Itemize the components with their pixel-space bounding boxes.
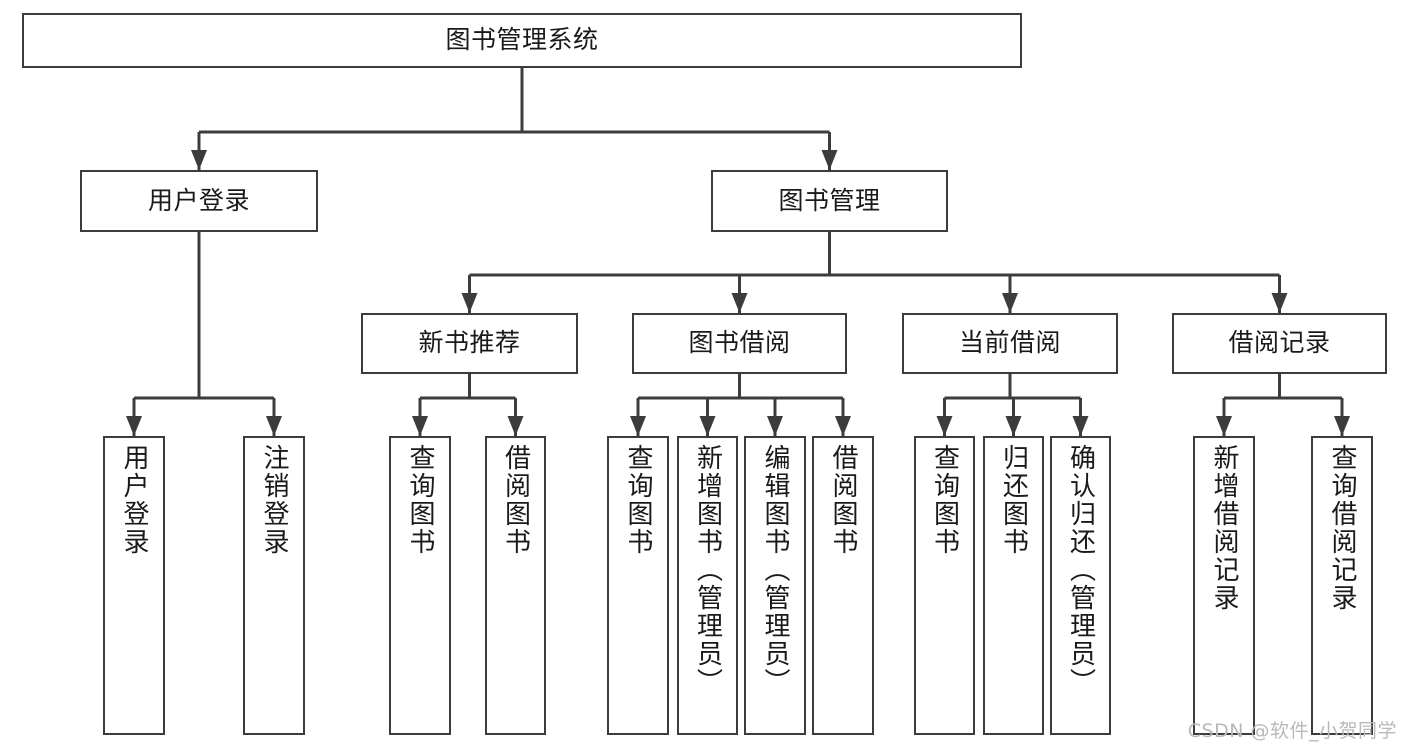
node-label: 编辑图书（管理员） [760, 444, 790, 696]
node-leaf-borrow-book-2[interactable]: 借阅图书 [812, 436, 874, 735]
node-label: 新增借阅记录 [1209, 444, 1239, 612]
node-label: 图书管理系统 [445, 25, 599, 55]
node-label: 用户登录 [147, 185, 250, 215]
node-user-login[interactable]: 用户登录 [80, 170, 318, 232]
node-leaf-user-login[interactable]: 用户登录 [103, 436, 165, 735]
node-leaf-borrow-book-1[interactable]: 借阅图书 [485, 436, 546, 735]
node-leaf-query-record[interactable]: 查询借阅记录 [1311, 436, 1373, 735]
node-label: 图书借阅 [688, 328, 791, 358]
node-leaf-return-book[interactable]: 归还图书 [983, 436, 1044, 735]
node-label: 确认归还（管理员） [1065, 444, 1096, 696]
node-label: 查询图书 [623, 444, 653, 556]
node-leaf-query-book-3[interactable]: 查询图书 [914, 436, 975, 735]
node-label: 借阅图书 [500, 444, 531, 556]
node-label: 归还图书 [998, 444, 1029, 556]
node-label: 新书推荐 [418, 328, 521, 358]
watermark-text: CSDN @软件_小贺同学 [1187, 720, 1397, 742]
node-book-manage[interactable]: 图书管理 [711, 170, 948, 232]
node-label: 查询图书 [929, 444, 960, 556]
node-leaf-edit-book[interactable]: 编辑图书（管理员） [744, 436, 806, 735]
node-leaf-add-record[interactable]: 新增借阅记录 [1193, 436, 1255, 735]
node-label: 图书管理 [778, 185, 881, 215]
node-leaf-confirm-return[interactable]: 确认归还（管理员） [1050, 436, 1111, 735]
node-leaf-add-book[interactable]: 新增图书（管理员） [677, 436, 738, 735]
node-label: 借阅记录 [1228, 328, 1331, 358]
node-leaf-query-book-1[interactable]: 查询图书 [389, 436, 451, 735]
node-leaf-query-book-2[interactable]: 查询图书 [607, 436, 669, 735]
node-label: 查询借阅记录 [1327, 444, 1357, 612]
node-new-book-recommend[interactable]: 新书推荐 [361, 313, 578, 374]
node-label: 借阅图书 [828, 444, 858, 556]
node-label: 新增图书（管理员） [692, 444, 723, 696]
node-current-borrow[interactable]: 当前借阅 [902, 313, 1118, 374]
node-borrow-record[interactable]: 借阅记录 [1172, 313, 1387, 374]
node-leaf-logout[interactable]: 注销登录 [243, 436, 305, 735]
node-label: 注销登录 [259, 444, 289, 556]
node-label: 当前借阅 [958, 328, 1061, 358]
node-root[interactable]: 图书管理系统 [22, 13, 1022, 68]
node-label: 用户登录 [119, 444, 149, 556]
node-book-borrow[interactable]: 图书借阅 [632, 313, 847, 374]
node-label: 查询图书 [405, 444, 435, 556]
